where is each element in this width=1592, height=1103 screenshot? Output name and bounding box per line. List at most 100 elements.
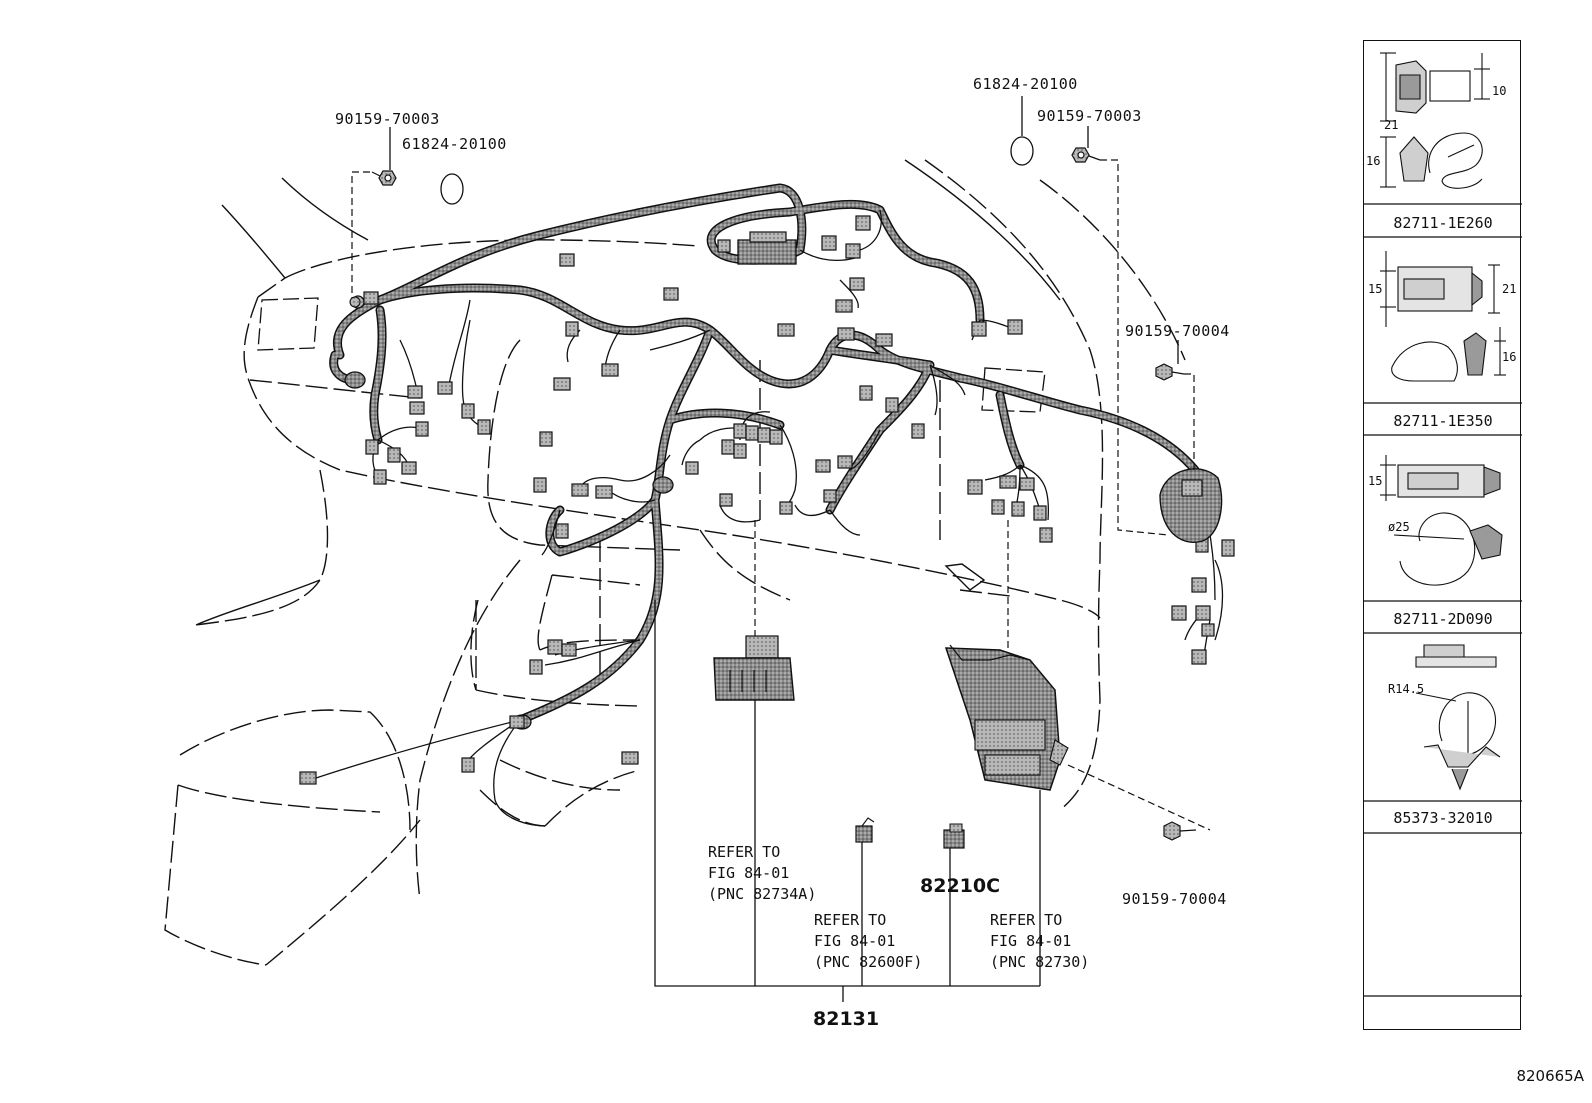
clip-label-1: 82711-1E260	[1393, 214, 1493, 232]
clip-label-2: 82711-1E350	[1393, 412, 1493, 430]
harness-connector	[509, 715, 525, 729]
refer-note-82600F: REFER TO FIG 84-01 (PNC 82600F)	[814, 910, 922, 973]
harness-connector	[823, 489, 837, 503]
harness-connector	[547, 639, 563, 655]
branch-wires	[309, 209, 1224, 827]
harness-connector	[769, 429, 783, 445]
harness-connector	[971, 321, 987, 337]
refer-line: (PNC 82600F)	[814, 953, 923, 971]
harness-connector	[299, 771, 317, 785]
harness-connector	[621, 751, 639, 765]
harness-connector	[415, 421, 429, 437]
harness-connector	[477, 419, 491, 435]
callout-grommet-right: 61824-20100	[973, 75, 1078, 93]
dim-text: 21	[1384, 118, 1398, 132]
harness-connector	[1191, 577, 1207, 593]
harness-connector	[363, 291, 379, 305]
harness-connector	[529, 659, 543, 675]
harness-connector	[533, 477, 547, 493]
harness-connector	[1221, 539, 1235, 557]
junction-block	[944, 644, 1069, 791]
harness-connector	[663, 287, 679, 301]
harness-connector	[1195, 605, 1211, 621]
grommet-right	[1010, 136, 1034, 166]
harness-connector	[565, 321, 579, 337]
harness-connector	[461, 757, 475, 773]
right-module	[1159, 468, 1223, 543]
relay-block	[737, 231, 797, 265]
harness-connector	[685, 461, 699, 475]
harness-connector	[539, 431, 553, 447]
harness-connector	[721, 439, 735, 455]
harness-connector	[717, 239, 731, 253]
harness-connector	[1019, 477, 1035, 491]
bolt-left-mount	[349, 296, 361, 308]
harness-connector	[601, 363, 619, 377]
harness-connector	[779, 501, 793, 515]
harness-connector	[911, 423, 925, 439]
harness-connector	[373, 469, 387, 485]
harness-connector	[365, 439, 379, 455]
harness-connector	[999, 475, 1017, 489]
screw-right-low	[1163, 821, 1197, 841]
harness-connector	[559, 253, 575, 267]
harness-connector	[409, 401, 425, 415]
harness-connector	[845, 243, 861, 259]
dim-text: 10	[1492, 84, 1506, 98]
dashboard-solid-edges	[195, 159, 1061, 626]
callout-grommet-left: 61824-20100	[402, 135, 507, 153]
refer-line: FIG 84-01	[814, 932, 896, 950]
clip-label-3: 82711-2D090	[1393, 610, 1493, 628]
harness-connector	[387, 447, 401, 463]
figure-id: 820665A	[1516, 1067, 1584, 1085]
grommet-left	[440, 173, 464, 205]
dim-text: 16	[1502, 350, 1516, 364]
harness-connector	[437, 381, 453, 395]
callout-harness-82131: 82131	[813, 1008, 880, 1030]
harness-connector	[1191, 649, 1207, 665]
harness-connector	[821, 235, 837, 251]
refer-note-82734A: REFER TO FIG 84-01 (PNC 82734A)	[708, 842, 816, 905]
bolt-right-top	[1071, 147, 1101, 163]
harness-connector	[837, 327, 855, 341]
dashboard-outline	[164, 159, 1186, 966]
harness-connector	[719, 493, 733, 507]
harness-connector	[885, 397, 899, 413]
harness-connector	[1011, 501, 1025, 517]
harness-connector	[967, 479, 983, 495]
dim-text: 16	[1366, 154, 1380, 168]
clip-panel-drawings: 21 10 16 15 21 16	[1364, 52, 1522, 997]
dim-text: 21	[1502, 282, 1516, 296]
harness-connector	[733, 443, 747, 459]
dim-text: 15	[1368, 282, 1382, 296]
callout-bolt-right-top: 90159-70003	[1037, 107, 1142, 125]
clip-82711-1E350-drawing	[1380, 251, 1506, 382]
display-opening	[981, 367, 1046, 413]
harness-connector	[849, 277, 865, 291]
refer-line: (PNC 82734A)	[708, 885, 817, 903]
dim-text: 15	[1368, 474, 1382, 488]
refer-line: REFER TO	[990, 911, 1063, 929]
dim-text: R14.5	[1388, 682, 1424, 696]
harness-connector	[733, 423, 747, 439]
harness-connector	[1033, 505, 1047, 521]
harness-connector	[1201, 623, 1215, 637]
callout-bolt-left-top: 90159-70003	[335, 110, 440, 128]
dim-text: ø25	[1388, 520, 1410, 534]
harness-connector	[571, 483, 589, 497]
dashed-leaders	[351, 159, 1211, 831]
harness-trunk-fill	[330, 185, 1198, 723]
harness-connector	[553, 377, 571, 391]
harness-connector	[407, 385, 423, 399]
clip-82711-1E260-drawing	[1380, 52, 1490, 189]
harness-connector	[875, 333, 893, 347]
harness-connector	[461, 403, 475, 419]
harness-connector	[859, 385, 873, 401]
clip-reference-panel: 21 10 16 15 21 16	[1363, 40, 1522, 1030]
refer-line: (PNC 82730)	[990, 953, 1090, 971]
vent-opening	[257, 297, 319, 351]
harness-connector	[777, 323, 795, 337]
harness-connector	[1007, 319, 1023, 335]
harness-connector	[555, 523, 569, 539]
